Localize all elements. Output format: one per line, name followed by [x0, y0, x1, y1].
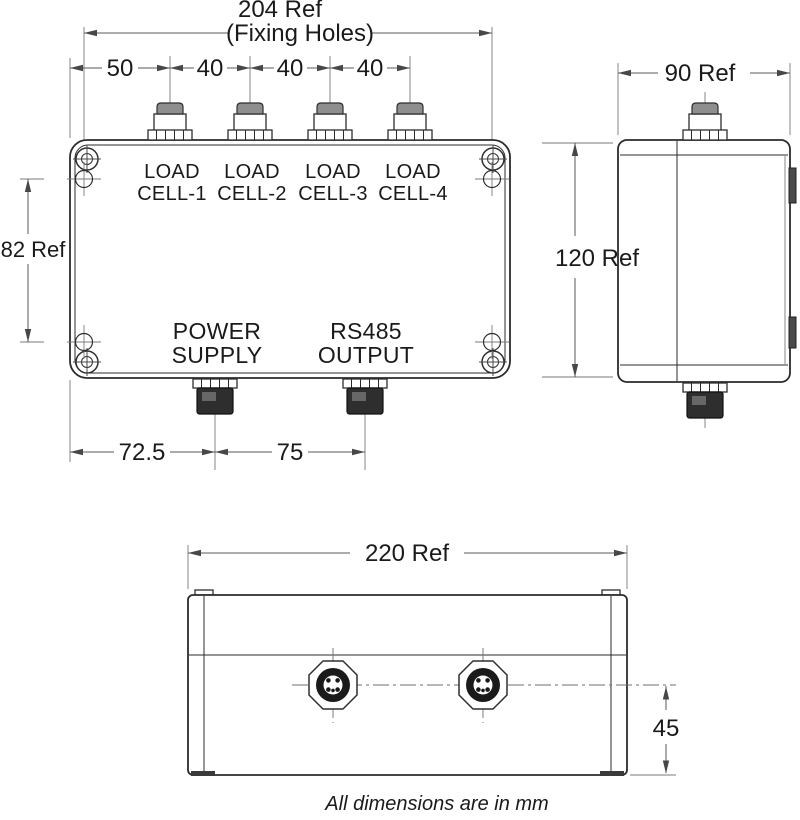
- dim-204-label: 204 Ref: [238, 0, 322, 23]
- dim-120-ref: 120 Ref: [555, 143, 639, 377]
- dim-90-label: 90 Ref: [665, 60, 736, 87]
- rs485-output-label-line2: OUTPUT: [318, 342, 414, 368]
- power-supply-label-line1: POWER: [173, 318, 261, 344]
- side-top-connector: [682, 102, 728, 141]
- load-cell-4-label-line1: LOAD: [385, 161, 441, 183]
- load-cell-1-label-line2: CELL-1: [137, 183, 207, 205]
- power-supply-connector: [192, 378, 238, 415]
- enclosure-front-outline: [69, 139, 511, 379]
- load-cell-3-connector: [307, 102, 353, 141]
- mounting-tab-upper: [788, 167, 797, 204]
- dim-204-ref: 204 Ref (Fixing Holes): [84, 0, 492, 47]
- bottom-connector-face-2: [458, 660, 508, 710]
- load-cell-1-label: LOAD CELL-1: [137, 161, 207, 205]
- rs485-output-connector: [342, 378, 388, 415]
- enclosure-foot-right: [600, 771, 624, 776]
- bottom-connector-face-1: [308, 660, 358, 710]
- bottom-view: 220 Ref 45: [187, 540, 680, 776]
- dim-90-ref: 90 Ref: [618, 60, 790, 87]
- dim-fixing-holes-label: (Fixing Holes): [226, 20, 374, 47]
- dim-75-label: 75: [277, 439, 304, 466]
- load-cell-4-label-line2: CELL-4: [378, 183, 448, 205]
- rs485-output-label: RS485 OUTPUT: [318, 318, 414, 368]
- load-cell-2-label-line2: CELL-2: [217, 183, 287, 205]
- dim-connector-pitch-row: 50 40 40 40: [70, 55, 410, 82]
- load-cell-2-connector: [227, 102, 273, 141]
- dim-72-5-label: 72.5: [119, 439, 166, 466]
- bottom-extension-lines: [187, 545, 676, 776]
- power-supply-label: POWER SUPPLY: [172, 318, 263, 368]
- dim-40-label-3: 40: [357, 55, 384, 82]
- load-cell-4-label: LOAD CELL-4: [378, 161, 448, 205]
- enclosure-side-outline: [617, 139, 791, 383]
- dim-220-ref: 220 Ref: [188, 540, 627, 567]
- dim-82-label: 82 Ref: [1, 237, 67, 262]
- units-note: All dimensions are in mm: [324, 793, 548, 815]
- dim-40-label-2: 40: [277, 55, 304, 82]
- load-cell-4-connector: [387, 102, 433, 141]
- dim-50-label: 50: [107, 55, 134, 82]
- dim-220-label: 220 Ref: [365, 540, 449, 567]
- load-cell-3-label-line2: CELL-3: [298, 183, 368, 205]
- dim-45-label: 45: [653, 715, 680, 742]
- power-supply-label-line2: SUPPLY: [172, 342, 263, 368]
- dim-40-label-1: 40: [197, 55, 224, 82]
- load-cell-2-label-line1: LOAD: [224, 161, 280, 183]
- load-cell-1-label-line1: LOAD: [144, 161, 200, 183]
- enclosure-front-lid-line: [74, 144, 506, 374]
- dim-120-label: 120 Ref: [555, 245, 639, 272]
- rs485-output-label-line1: RS485: [330, 318, 402, 344]
- load-cell-3-label: LOAD CELL-3: [298, 161, 368, 205]
- side-bottom-connector: [682, 382, 728, 419]
- load-cell-2-label: LOAD CELL-2: [217, 161, 287, 205]
- load-cell-3-label-line1: LOAD: [305, 161, 361, 183]
- enclosure-foot-left: [191, 771, 215, 776]
- mounting-tab-lower: [788, 316, 797, 349]
- load-cell-1-connector: [147, 102, 193, 141]
- dim-82-ref: 82 Ref: [1, 179, 67, 342]
- side-view: 90 Ref 120 Ref: [542, 60, 797, 428]
- dim-45: 45: [653, 686, 680, 774]
- front-view: LOAD CELL-1 LOAD CELL-2 LOAD CELL-3 LOAD…: [1, 0, 511, 470]
- dim-bottom-connector-row: 72.5 75: [70, 439, 365, 466]
